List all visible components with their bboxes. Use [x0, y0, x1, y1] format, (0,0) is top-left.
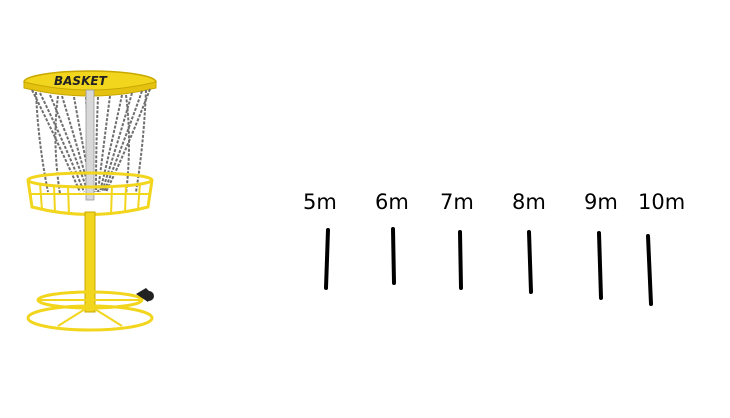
disc-golf-basket-image: BASKET — [23, 70, 157, 332]
distance-marker-8m — [527, 230, 533, 294]
distance-marker-9m — [597, 231, 603, 300]
distance-label-7m: 7m — [440, 190, 474, 214]
distance-marker-10m — [646, 234, 653, 306]
distance-marker-7m — [458, 230, 463, 290]
basket-brand-text: BASKET — [54, 74, 108, 88]
distance-label-5m: 5m — [303, 190, 337, 214]
distance-label-9m: 9m — [584, 190, 618, 214]
distance-label-10m: 10m — [638, 190, 686, 214]
distance-marker-6m — [391, 227, 396, 285]
distance-label-8m: 8m — [512, 190, 546, 214]
distance-marker-5m — [324, 228, 330, 290]
distance-label-6m: 6m — [375, 190, 409, 214]
